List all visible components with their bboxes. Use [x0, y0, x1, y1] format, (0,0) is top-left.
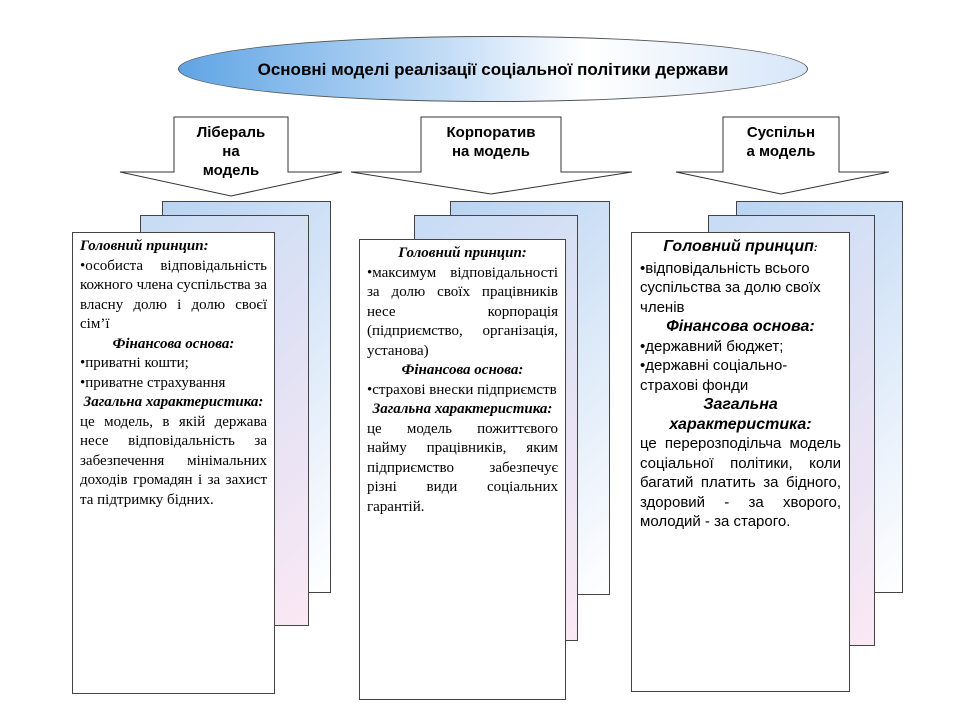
social-principle-heading: Головний принцип:: [663, 238, 818, 255]
liberal-principle-item: •особиста відповідальність кожного члена…: [80, 257, 267, 333]
liberal-principle-heading: Головний принцип:: [80, 238, 209, 254]
corporate-finance-heading: Фінансова основа:: [401, 362, 524, 378]
liberal-finance-item: •приватне страхування: [80, 374, 226, 391]
corporate-principle-item: •максимум відповідальності за долю своїх…: [367, 264, 558, 359]
social-finance-item: •державні соціально-страхові фонди: [640, 357, 788, 394]
corporate-principle-heading: Головний принцип:: [398, 245, 527, 261]
liberal-general-heading: Загальна характеристика:: [83, 394, 264, 410]
liberal-card: Головний принцип: •особиста відповідальн…: [72, 232, 275, 694]
liberal-finance-item: •приватні кошти;: [80, 355, 189, 371]
title-banner: Основні моделі реалізації соціальної пол…: [178, 36, 808, 102]
social-card: Головний принцип: •відповідальність всьо…: [631, 232, 850, 692]
social-finance-heading: Фінансова основа:: [666, 318, 815, 335]
social-general-heading: Загальна характеристика:: [669, 396, 812, 433]
arrow-social: [675, 116, 890, 195]
corporate-finance-item: •страхові внески підприємств: [367, 381, 557, 398]
liberal-finance-heading: Фінансова основа:: [112, 335, 235, 352]
social-finance-item: •державний бюджет;: [640, 337, 784, 355]
arrow-label-social: Суспільн а модель: [746, 124, 816, 160]
corporate-general-text: це модель пожиттєвого найму працівників,…: [367, 420, 558, 515]
liberal-general-text: це модель, в якій держава несе відповіда…: [80, 413, 267, 508]
corporate-general-heading: Загальна характеристика:: [372, 401, 553, 417]
arrow-liberal: [119, 116, 343, 197]
arrow-label-corporate: Корпоратив на модель: [446, 124, 536, 160]
arrow-label-liberal: Лібераль на модель: [196, 124, 266, 179]
social-general-text: це перерозподільча модель соціальної пол…: [640, 435, 841, 530]
diagram-title: Основні моделі реалізації соціальної пол…: [257, 59, 729, 79]
social-principle-item: •відповідальність всього суспільства за …: [640, 259, 821, 316]
corporate-card: Головний принцип: •максимум відповідальн…: [359, 239, 566, 700]
arrow-corporate: [350, 116, 633, 195]
